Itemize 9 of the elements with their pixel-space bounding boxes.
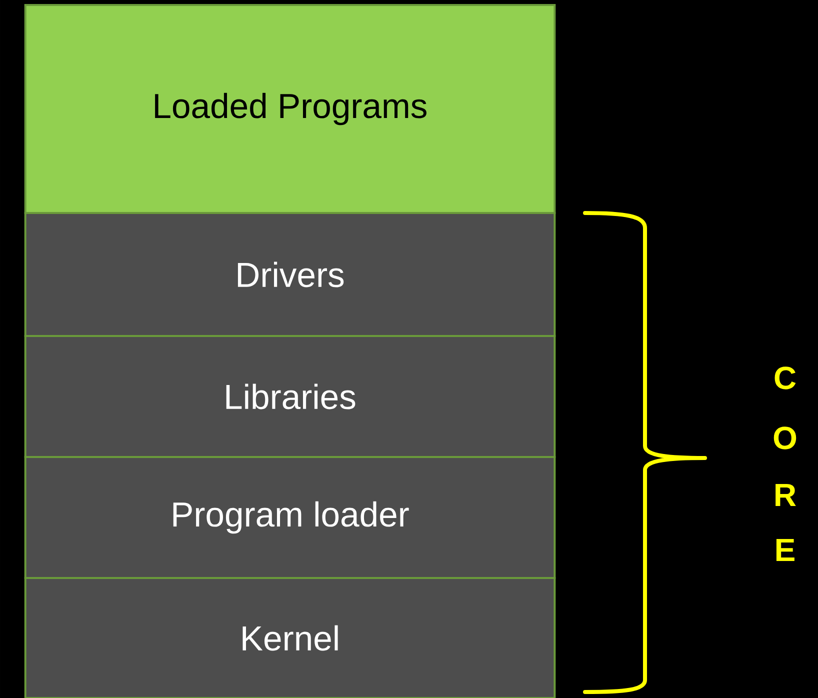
layer-box: Program loader bbox=[24, 456, 556, 579]
program-box: Loaded Programs bbox=[24, 4, 556, 214]
core-letter: R bbox=[776, 484, 796, 506]
core-letter: E bbox=[776, 538, 794, 561]
layer-box: Drivers bbox=[24, 212, 556, 337]
core-letter: C bbox=[774, 366, 796, 390]
layer-box: Kernel bbox=[24, 577, 556, 698]
layer-box: Libraries bbox=[24, 335, 556, 458]
core-letter: O bbox=[774, 426, 796, 450]
